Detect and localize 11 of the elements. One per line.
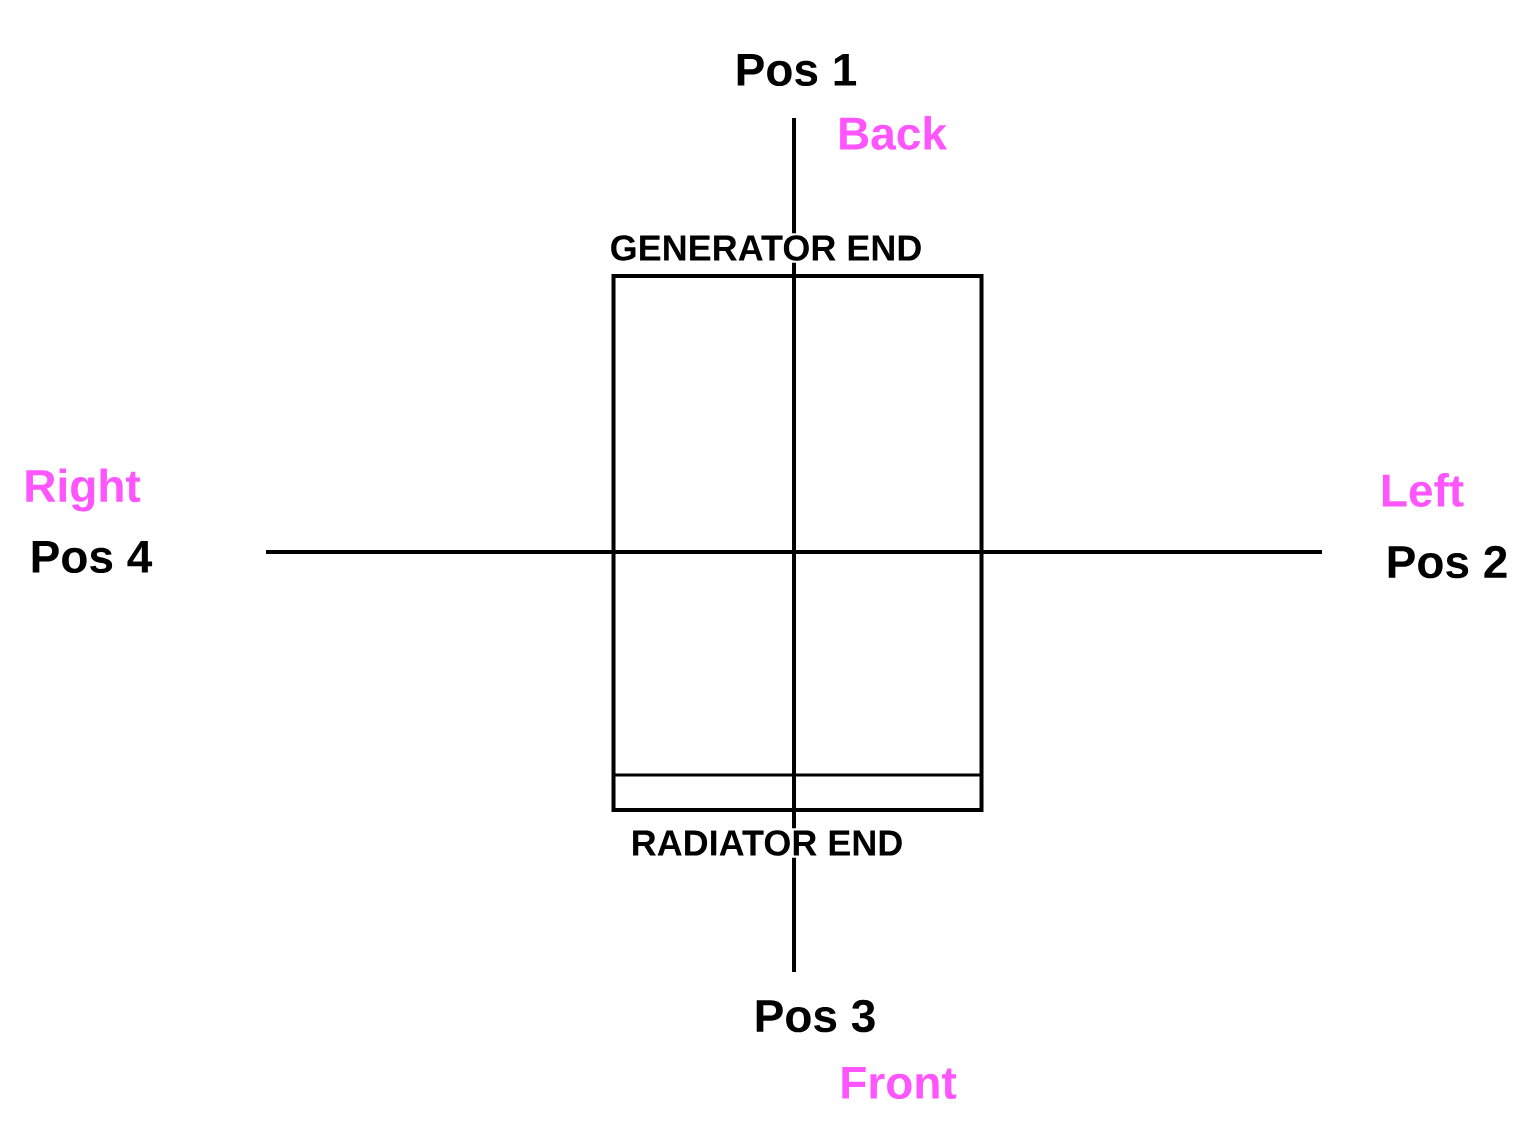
node-label: RADIATOR END bbox=[633, 830, 902, 856]
side-label: Back bbox=[840, 116, 947, 150]
position-label: Pos 3 bbox=[756, 999, 875, 1033]
generator-box: GENERATOR END RADIATOR END bbox=[607, 233, 984, 858]
side-label: Left bbox=[1382, 473, 1464, 507]
node-label: GENERATOR END bbox=[611, 235, 921, 261]
position-label: Pos 1 bbox=[737, 53, 857, 87]
position-label: Pos 2 bbox=[1388, 545, 1507, 579]
side-label: Front bbox=[842, 1066, 957, 1100]
position-label: Pos 4 bbox=[32, 540, 153, 574]
side-label: Right bbox=[26, 468, 141, 512]
